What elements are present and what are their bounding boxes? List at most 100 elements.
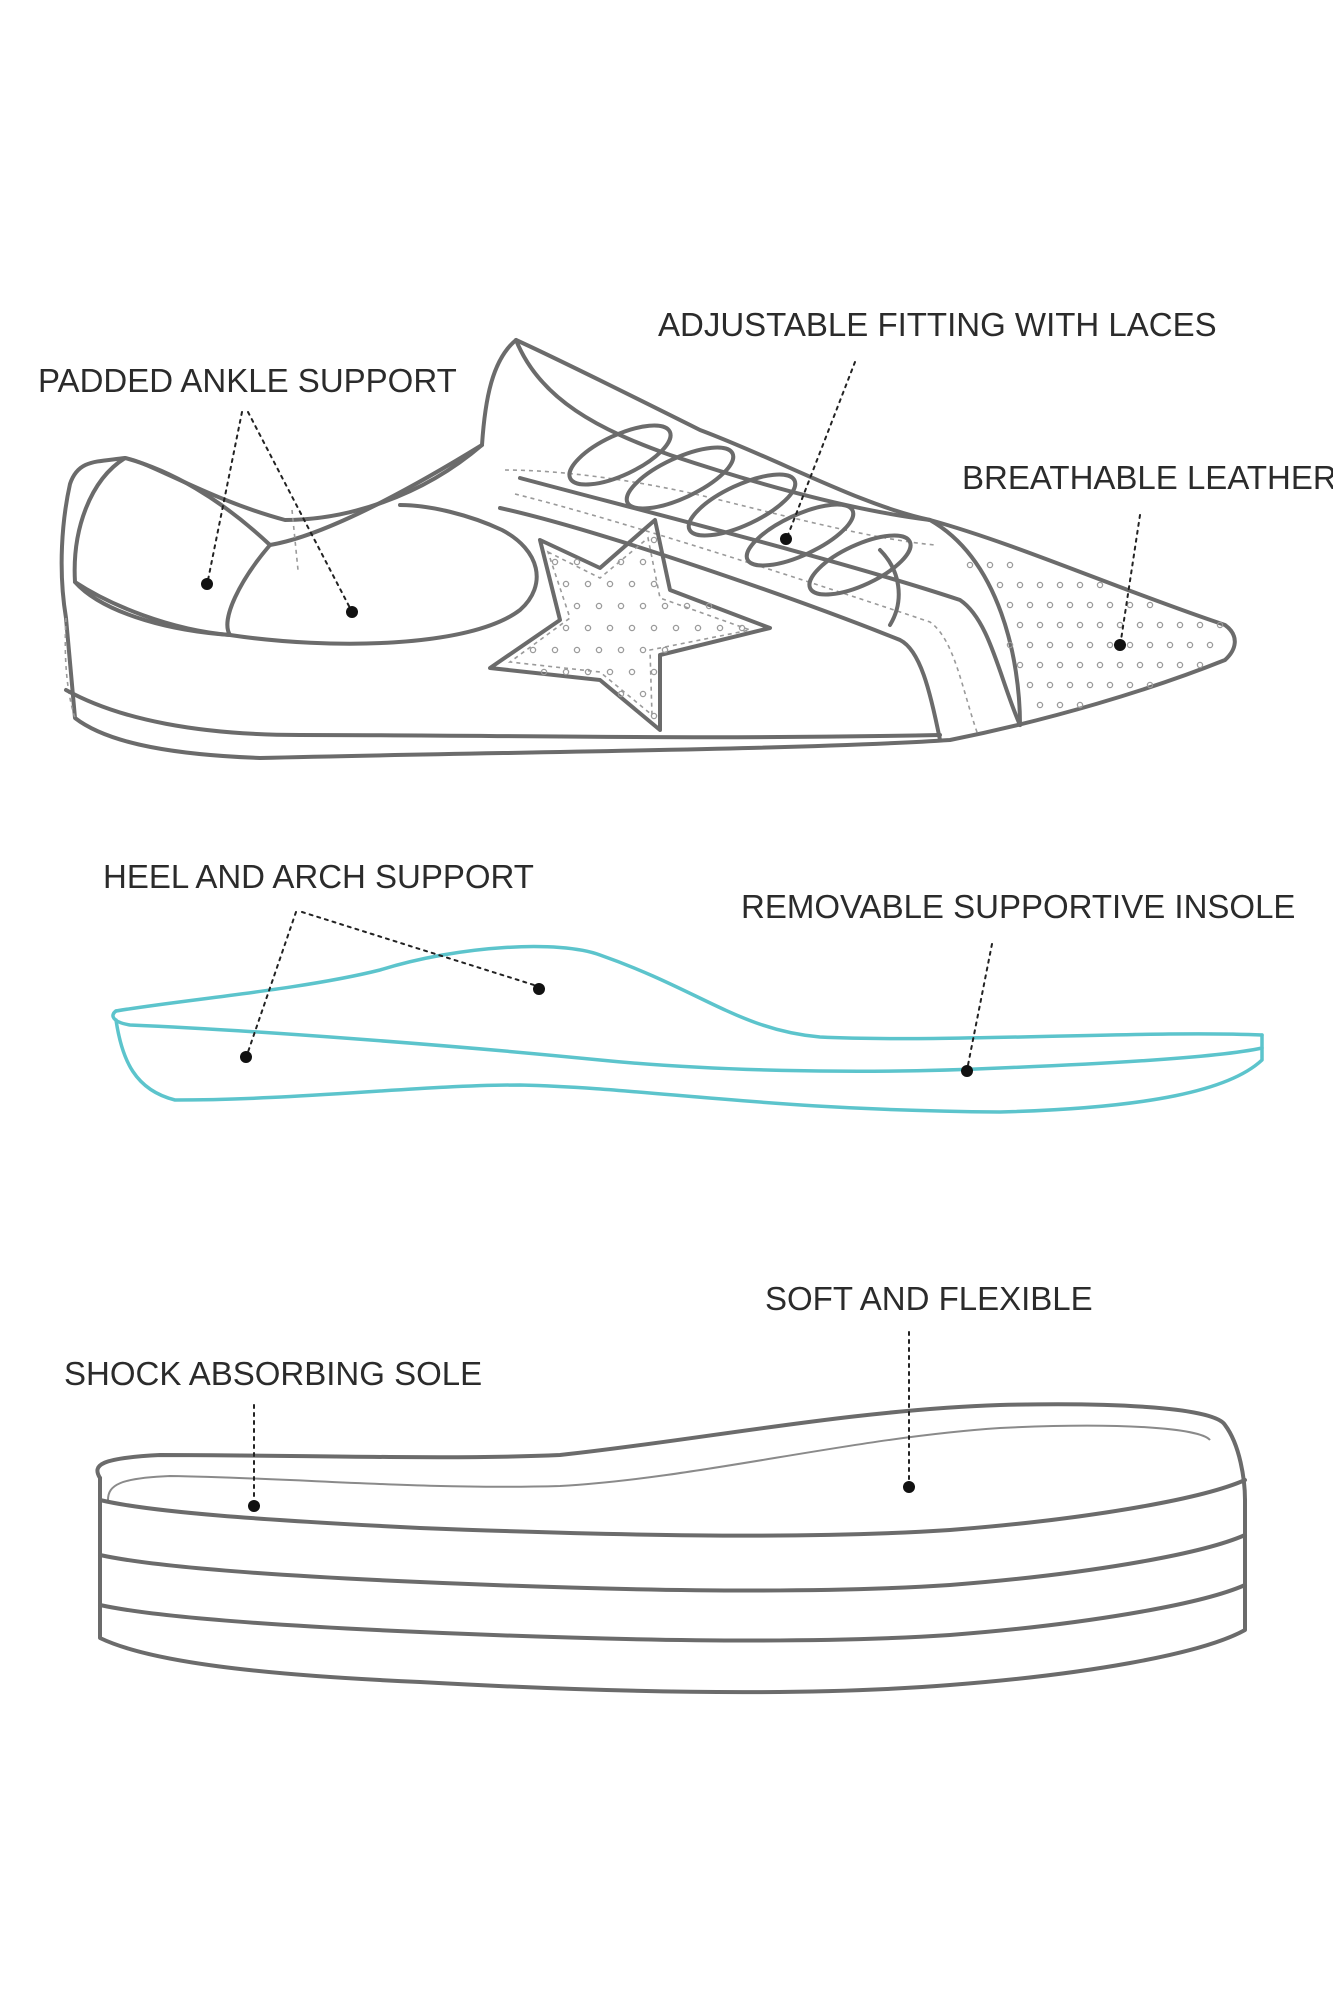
insole-bottom-edge — [114, 1018, 1264, 1114]
perforation-hole — [966, 561, 974, 569]
heel-counter-line — [73, 503, 539, 646]
marker-dot-arch — [533, 983, 545, 995]
perforation-hole — [1146, 601, 1154, 609]
perforation-hole — [1146, 681, 1154, 689]
perforation-hole — [1096, 621, 1104, 629]
sole-inner-edge — [107, 1424, 1211, 1501]
perforation-hole — [1136, 621, 1144, 629]
collar-top — [268, 443, 484, 547]
perforation-hole — [1066, 681, 1074, 689]
label-breathable-leather: BREATHABLE LEATHER — [962, 459, 1333, 496]
star-stitch — [507, 536, 753, 717]
perforation-hole — [1076, 621, 1084, 629]
perforation-hole — [573, 646, 581, 654]
perforation-hole — [650, 712, 658, 720]
insole-rim — [111, 1009, 1264, 1074]
perforation-hole — [562, 668, 570, 676]
perforation-hole — [584, 668, 592, 676]
perforation-hole — [1086, 641, 1094, 649]
perforation-hole — [1026, 681, 1034, 689]
label-heel-arch-support: HEEL AND ARCH SUPPORT — [103, 858, 534, 895]
sneaker-illustration — [59, 338, 1237, 760]
perforation-hole — [1156, 661, 1164, 669]
perforation-hole — [1216, 621, 1224, 629]
perforation-hole — [661, 602, 669, 610]
insole-illustration — [111, 944, 1264, 1114]
perforation-hole — [1056, 621, 1064, 629]
perforation-hole — [562, 580, 570, 588]
sole-bottom — [98, 1476, 1247, 1695]
callout-adjustable-fitting: ADJUSTABLE FITTING WITH LACES — [658, 306, 1217, 545]
perforation-hole — [1196, 661, 1204, 669]
eyestay — [514, 338, 932, 522]
perforation-hole — [617, 646, 625, 654]
perforation-hole — [606, 624, 614, 632]
perforation-hole — [1126, 601, 1134, 609]
marker-dot-heel — [240, 1051, 252, 1063]
perforation-hole — [1196, 621, 1204, 629]
perforation-hole — [996, 581, 1004, 589]
perforation-hole — [540, 668, 548, 676]
perforation-hole — [1036, 581, 1044, 589]
star-perforation — [529, 536, 746, 720]
perforation-hole — [1176, 661, 1184, 669]
perforation-hole — [650, 536, 658, 544]
sole-layer-2 — [98, 1533, 1247, 1593]
perforation-hole — [683, 602, 691, 610]
toe-perforation — [966, 561, 1224, 709]
sole-top — [95, 1402, 1247, 1502]
perforation-hole — [617, 558, 625, 566]
perforation-hole — [1086, 601, 1094, 609]
perforation-hole — [1036, 701, 1044, 709]
perforation-hole — [1146, 641, 1154, 649]
perforation-hole — [1076, 581, 1084, 589]
perforation-hole — [650, 580, 658, 588]
perforation-hole — [617, 602, 625, 610]
perforation-hole — [1076, 661, 1084, 669]
perforation-hole — [1026, 601, 1034, 609]
perforation-hole — [705, 602, 713, 610]
perforation-hole — [584, 580, 592, 588]
stripe-stitch — [514, 493, 979, 736]
perforation-hole — [1046, 641, 1054, 649]
heel-stitch — [64, 617, 76, 719]
marker-dot-laces — [780, 533, 792, 545]
marker-dot-ankle-2 — [346, 606, 358, 618]
perforation-hole — [1126, 641, 1134, 649]
perforation-hole — [1066, 601, 1074, 609]
label-padded-ankle-support: PADDED ANKLE SUPPORT — [38, 362, 457, 399]
perforation-hole — [1006, 601, 1014, 609]
marker-dot-insole — [961, 1065, 973, 1077]
label-removable-insole: REMOVABLE SUPPORTIVE INSOLE — [741, 888, 1295, 925]
ankle-collar — [72, 456, 272, 637]
toe-cap — [928, 518, 1022, 727]
perforation-hole — [1176, 621, 1184, 629]
perforation-hole — [738, 624, 746, 632]
perforation-hole — [1106, 641, 1114, 649]
perforation-hole — [1006, 641, 1014, 649]
perforation-hole — [551, 558, 559, 566]
callout-removable-insole: REMOVABLE SUPPORTIVE INSOLE — [741, 888, 1295, 1077]
label-shock-absorbing-sole: SHOCK ABSORBING SOLE — [64, 1355, 482, 1392]
perforation-hole — [628, 668, 636, 676]
star-logo — [488, 518, 772, 732]
perforation-hole — [986, 561, 994, 569]
perforation-hole — [1006, 561, 1014, 569]
perforation-hole — [650, 624, 658, 632]
perforation-hole — [1076, 701, 1084, 709]
perforation-hole — [650, 668, 658, 676]
marker-dot-leather — [1114, 639, 1126, 651]
perforation-hole — [1056, 581, 1064, 589]
label-soft-and-flexible: SOFT AND FLEXIBLE — [765, 1280, 1093, 1317]
perforation-hole — [1046, 681, 1054, 689]
perforation-hole — [661, 646, 669, 654]
perforation-hole — [628, 624, 636, 632]
perforation-hole — [1126, 681, 1134, 689]
heel-stitch-2 — [291, 509, 299, 571]
perforation-hole — [639, 602, 647, 610]
leader-breathable-leather — [1120, 514, 1141, 641]
leader-padded-ankle-2 — [247, 411, 351, 609]
callout-breathable-leather: BREATHABLE LEATHER — [962, 459, 1333, 651]
perforation-hole — [1016, 621, 1024, 629]
perforation-hole — [617, 690, 625, 698]
